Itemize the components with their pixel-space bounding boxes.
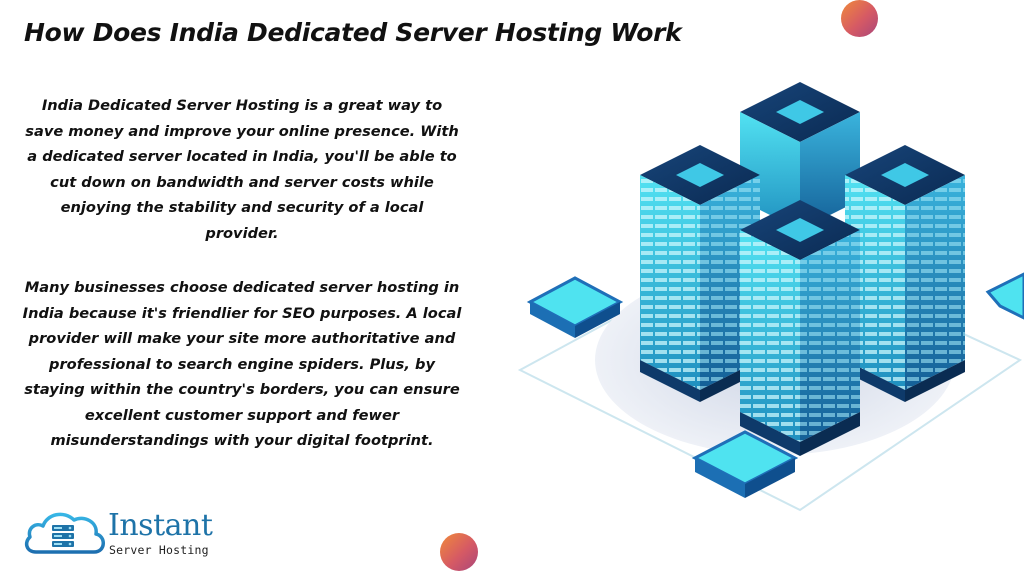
page-title: How Does India Dedicated Server Hosting … — [24, 18, 682, 47]
decorative-dot-bottom — [440, 533, 478, 571]
floating-tile-bottom — [691, 430, 799, 498]
paragraph-seo: Many businesses choose dedicated server … — [22, 279, 462, 449]
server-tower-front — [740, 200, 860, 456]
paragraph-intro: India Dedicated Server Hosting is a grea… — [25, 97, 459, 242]
brand-tagline: Server Hosting — [109, 543, 209, 557]
floating-tile-left — [526, 276, 624, 338]
brand-name: Instant — [108, 508, 213, 543]
cloud-server-icon — [24, 512, 105, 554]
decorative-dot-top — [841, 0, 878, 37]
brand-logo: Instant Server Hosting — [22, 506, 222, 562]
server-towers-illustration — [517, 82, 1024, 512]
server-tower-right — [845, 145, 965, 402]
floating-tile-right — [985, 272, 1024, 320]
